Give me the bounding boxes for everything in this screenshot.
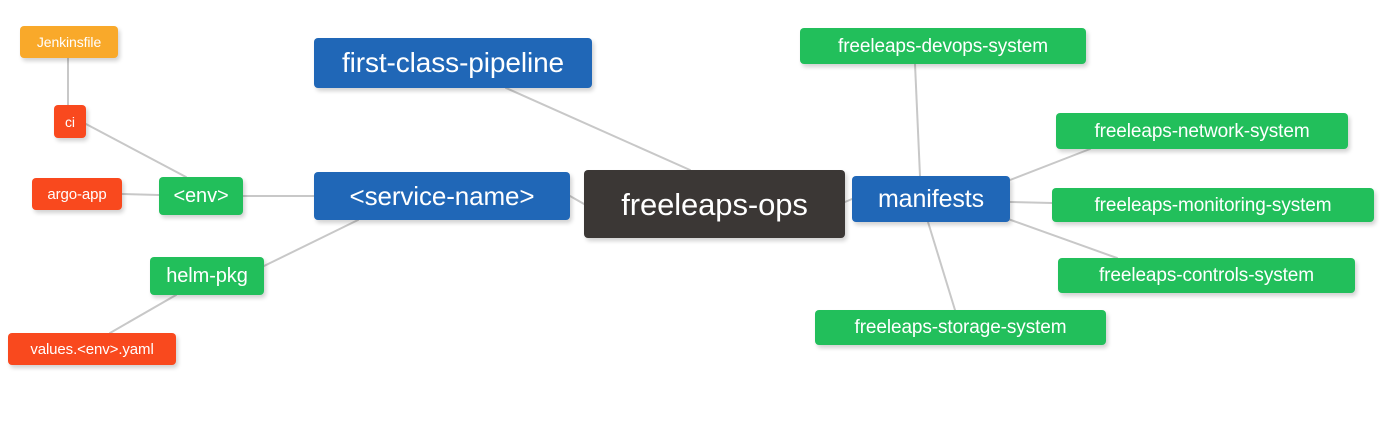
edge-manifests-to-freeleaps-network-system — [1009, 148, 1091, 181]
edge-freeleaps-ops-to-service-name — [569, 195, 585, 205]
node-label-helm-pkg: helm-pkg — [166, 265, 248, 287]
node-env[interactable]: <env> — [159, 177, 243, 215]
node-label-freeleaps-devops-system: freeleaps-devops-system — [838, 35, 1048, 57]
node-ci[interactable]: ci — [54, 105, 86, 138]
node-manifests[interactable]: manifests — [852, 176, 1010, 222]
node-freeleaps-ops[interactable]: freeleaps-ops — [584, 170, 845, 238]
node-freeleaps-controls-system[interactable]: freeleaps-controls-system — [1058, 258, 1355, 293]
node-label-freeleaps-monitoring-system: freeleaps-monitoring-system — [1094, 194, 1332, 216]
node-label-values-env-yaml: values.<env>.yaml — [30, 340, 154, 358]
node-label-manifests: manifests — [877, 184, 985, 213]
edge-manifests-to-freeleaps-monitoring-system — [1009, 201, 1053, 204]
edge-helm-pkg-to-values-env-yaml — [109, 294, 177, 334]
node-label-argo-app: argo-app — [47, 185, 107, 203]
node-first-class-pipeline[interactable]: first-class-pipeline — [314, 38, 592, 88]
edge-manifests-to-freeleaps-storage-system — [927, 221, 956, 311]
edge-service-name-to-helm-pkg — [263, 219, 359, 267]
node-values-env-yaml[interactable]: values.<env>.yaml — [8, 333, 176, 365]
node-jenkinsfile[interactable]: Jenkinsfile — [20, 26, 118, 58]
node-helm-pkg[interactable]: helm-pkg — [150, 257, 264, 295]
edge-freeleaps-ops-to-manifests — [844, 198, 853, 203]
node-label-freeleaps-controls-system: freeleaps-controls-system — [1098, 265, 1315, 286]
node-label-service-name: <service-name> — [349, 181, 535, 211]
edge-freeleaps-ops-to-first-class-pipeline — [505, 87, 691, 171]
edge-env-to-ci — [85, 123, 187, 178]
edge-env-to-argo-app — [121, 193, 160, 196]
node-freeleaps-network-system[interactable]: freeleaps-network-system — [1056, 113, 1348, 149]
node-label-first-class-pipeline: first-class-pipeline — [341, 47, 565, 78]
node-label-freeleaps-network-system: freeleaps-network-system — [1094, 120, 1310, 142]
node-freeleaps-monitoring-system[interactable]: freeleaps-monitoring-system — [1052, 188, 1374, 222]
node-label-freeleaps-storage-system: freeleaps-storage-system — [854, 317, 1067, 338]
edge-manifests-to-freeleaps-controls-system — [1007, 218, 1118, 259]
edge-manifests-to-freeleaps-devops-system — [914, 63, 921, 177]
node-freeleaps-devops-system[interactable]: freeleaps-devops-system — [800, 28, 1086, 64]
node-freeleaps-storage-system[interactable]: freeleaps-storage-system — [815, 310, 1106, 345]
node-label-env: <env> — [173, 185, 229, 207]
node-label-ci: ci — [65, 113, 75, 130]
node-label-jenkinsfile: Jenkinsfile — [36, 34, 102, 50]
node-label-freeleaps-ops: freeleaps-ops — [621, 186, 808, 222]
node-argo-app[interactable]: argo-app — [32, 178, 122, 210]
node-service-name[interactable]: <service-name> — [314, 172, 570, 220]
